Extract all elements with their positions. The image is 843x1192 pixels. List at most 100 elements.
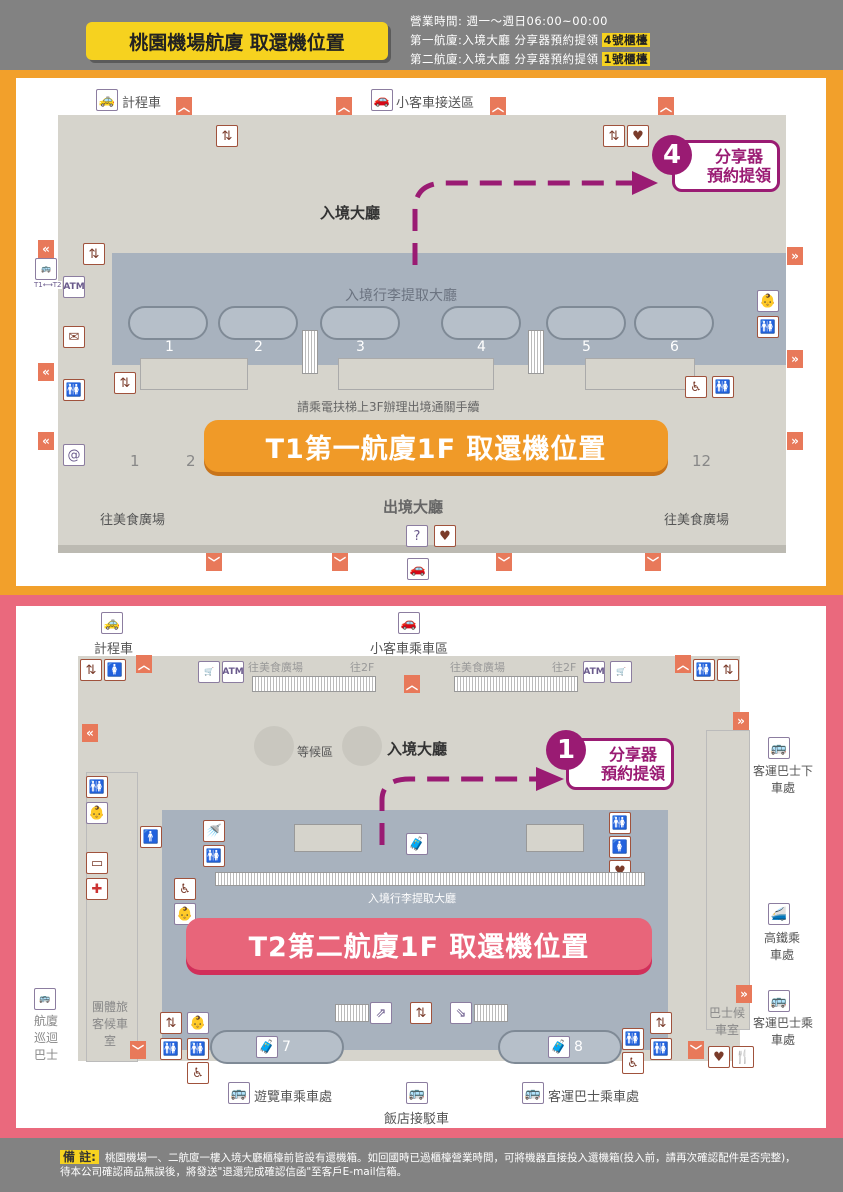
restroom-icon: 🚻	[86, 776, 108, 798]
t1-food-court-right: 往美食廣場	[664, 513, 730, 528]
t2-taxi-label: 計程車	[94, 642, 134, 657]
gate-number: 2	[186, 452, 196, 470]
carousel	[634, 306, 714, 340]
restroom-icon: 🚻	[712, 376, 734, 398]
elevator-icon: ⇅	[650, 1012, 672, 1034]
t2-counter-block	[526, 824, 584, 852]
t2-baggage-claim-label: 入境行李提取大廳	[368, 892, 456, 905]
entrance-arrow-icon: ︿	[675, 655, 691, 673]
first-aid-icon: ✚	[86, 878, 108, 900]
accessible-icon: ♿	[685, 376, 707, 398]
t1-counter-tag: 4號櫃檯	[601, 33, 651, 47]
t1-baggage-claim-label: 入境行李提取大廳	[345, 288, 457, 304]
t1-counter-block	[338, 358, 494, 390]
t1-shuttle-tag: T1⟷T2	[34, 281, 62, 289]
seating-icon	[342, 726, 382, 766]
restroom-icon: 🚹	[140, 826, 162, 848]
exit-arrow-icon: «	[38, 432, 54, 450]
escalator	[252, 676, 376, 692]
taxi-icon: 🚕	[96, 89, 118, 111]
shuttle-icon: 🚌	[35, 258, 57, 280]
t1-taxi-label: 計程車	[122, 96, 162, 111]
atm-icon: ATM	[222, 661, 244, 683]
t2-counter-block	[294, 824, 362, 852]
shower-icon: 🚿	[203, 820, 225, 842]
carousel	[128, 306, 208, 340]
t2-tour-bus-label: 遊覽車乘車處	[254, 1090, 333, 1105]
taxi-icon: 🚕	[101, 612, 123, 634]
pickup-label: 分享器	[715, 147, 764, 166]
accessible-icon: ♿	[187, 1062, 209, 1084]
elevator-icon: ⇅	[603, 125, 625, 147]
carousel	[441, 306, 521, 340]
shuttle-bus-icon: 🚌	[34, 988, 56, 1010]
t1-pickup-text: 第一航廈:入境大廳 分享器預約提領	[410, 33, 599, 47]
escalator	[335, 1004, 369, 1022]
t1-escalator-note: 請乘電扶梯上3F辦理出境通關手續	[297, 400, 480, 414]
aed-icon: ♥	[434, 525, 456, 547]
t1-counter-number-badge: 4	[662, 140, 682, 170]
entrance-arrow-icon: ﹀	[645, 553, 661, 571]
t2-waiting-area-label: 等候區	[297, 745, 334, 759]
restroom-icon: 🚺	[609, 836, 631, 858]
exit-arrow-icon: «	[38, 363, 54, 381]
t1-arrival-hall-label: 入境大廳	[320, 204, 381, 222]
t2-counter-number-badge: 1	[556, 735, 576, 765]
restroom-icon: 🚻	[622, 1028, 644, 1050]
car-icon: 🚗	[407, 558, 429, 580]
baggage-claim-icon: 🧳	[548, 1036, 570, 1058]
luggage-cart-icon: 🛒	[198, 661, 220, 683]
baby-care-icon: 👶	[174, 903, 196, 925]
restaurant-icon: 🍴	[732, 1046, 754, 1068]
exit-arrow-icon: «	[82, 724, 98, 742]
bus-icon: 🚌	[228, 1082, 250, 1104]
carousel	[218, 306, 298, 340]
baggage-service-icon: 🧳	[406, 833, 428, 855]
exit-arrow-icon: »	[787, 432, 803, 450]
t2-banner: T2第二航廈1F 取還機位置	[186, 918, 652, 970]
restroom-icon: 🚻	[63, 379, 85, 401]
entrance-arrow-icon: ︿	[404, 675, 420, 693]
elevator-icon: ⇅	[410, 1002, 432, 1024]
bus-icon: 🚌	[768, 737, 790, 759]
train-icon: 🚄	[768, 903, 790, 925]
note-tag: 備 註:	[60, 1150, 99, 1164]
elevator-icon: ⇅	[216, 125, 238, 147]
bus-icon: 🚌	[522, 1082, 544, 1104]
t2-shuttle-label: 航廈巡迴巴士	[33, 1014, 58, 1062]
exit-arrow-icon: ﹀	[688, 1041, 704, 1059]
t2-counter-tag: 1號櫃檯	[601, 52, 651, 66]
exit-arrow-icon: »	[733, 712, 749, 730]
escalator	[454, 676, 578, 692]
t1-car-pickup-label: 小客車接送區	[396, 96, 475, 111]
restroom-icon: 🚻	[693, 659, 715, 681]
t2-arrival-hall-label: 入境大廳	[387, 740, 448, 758]
elevator-icon: ⇅	[80, 659, 102, 681]
t2-group-waiting-label: 團體旅客候車室	[91, 1000, 128, 1048]
t2-food-court-right: 往美食廣場	[450, 661, 505, 674]
baby-care-icon: 👶	[187, 1012, 209, 1034]
t1-counter-block	[585, 358, 695, 390]
t2-food-court-left: 往美食廣場	[248, 661, 303, 674]
t2-bus-waiting-label: 巴士候車室	[708, 1006, 745, 1037]
escalator-icon: ⇗	[370, 1002, 392, 1024]
entrance-arrow-icon: ︿	[136, 655, 152, 673]
bus-icon: 🚌	[406, 1082, 428, 1104]
exit-arrow-icon: «	[38, 240, 54, 258]
carousel-number: 2	[254, 339, 263, 355]
restroom-icon: 🚻	[650, 1038, 672, 1060]
baggage-belt	[215, 872, 645, 886]
escalator-icon: ⇘	[450, 1002, 472, 1024]
baby-care-icon: 👶	[86, 802, 108, 824]
elevator-icon: ⇅	[160, 1012, 182, 1034]
baby-care-icon: 👶	[757, 290, 779, 312]
seating-icon	[254, 726, 294, 766]
t2-pickup-text: 第二航廈:入境大廳 分享器預約提領	[410, 52, 599, 66]
aed-icon: ♥	[708, 1046, 730, 1068]
t1-departure-hall-label: 出境大廳	[383, 498, 444, 516]
entrance-arrow-icon: ︿	[336, 97, 352, 115]
footer	[0, 1138, 843, 1192]
page-title: 桃園機場航廈 取還機位置	[86, 22, 388, 60]
